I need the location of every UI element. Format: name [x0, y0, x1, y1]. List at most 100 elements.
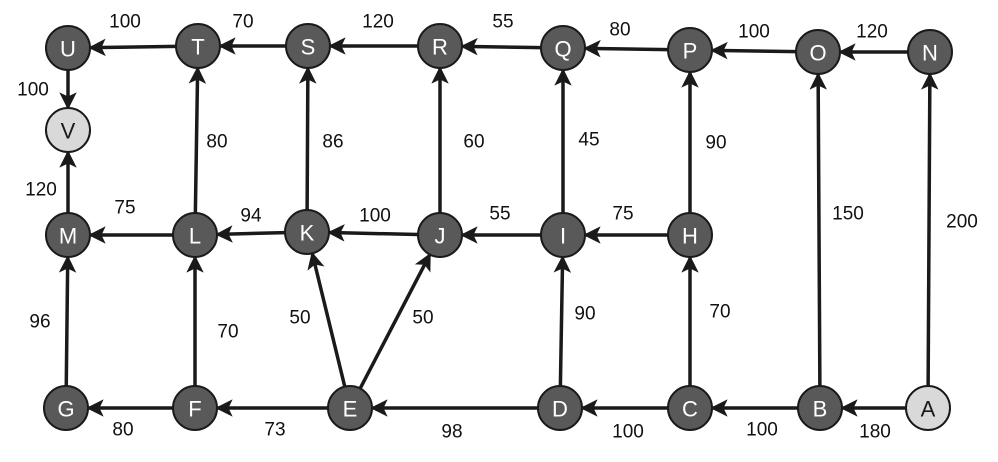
- node-e: E: [327, 385, 373, 431]
- node-circle: [540, 212, 586, 258]
- node-f: F: [172, 385, 218, 431]
- node-label: F: [188, 397, 201, 422]
- edge-weight-e-k: 50: [289, 308, 310, 329]
- node-label: G: [57, 397, 74, 422]
- node-m: M: [45, 212, 91, 258]
- node-j: J: [417, 212, 463, 258]
- node-l: L: [172, 212, 218, 258]
- edge-weight-e-j: 50: [412, 308, 433, 329]
- node-label: P: [683, 39, 698, 64]
- node-circle: [540, 25, 586, 71]
- edge-weight-k-l: 94: [240, 206, 262, 227]
- node-t: T: [175, 23, 221, 69]
- node-circle: [537, 385, 583, 431]
- node-circle: [667, 385, 713, 431]
- node-circle: [417, 212, 463, 258]
- edge-e-to-j: [358, 252, 431, 390]
- node-label: O: [809, 41, 826, 66]
- node-label: T: [191, 35, 204, 60]
- node-circle: [417, 23, 463, 69]
- edge-weight-j-r: 60: [463, 132, 484, 153]
- edge-a-to-n: [921, 72, 939, 387]
- node-n: N: [907, 29, 953, 75]
- edge-weight-q-r: 55: [492, 12, 513, 33]
- node-circle: [175, 23, 221, 69]
- edge-weight-h-p: 90: [705, 133, 726, 154]
- edge-weight-h-i: 75: [612, 204, 633, 225]
- edge-j-to-k: [327, 224, 419, 242]
- edge-weight-f-l: 70: [217, 322, 238, 343]
- node-label: R: [432, 35, 448, 60]
- node-r: R: [417, 23, 463, 69]
- node-circle: [284, 209, 330, 255]
- node-circle: [172, 385, 218, 431]
- edge-weight-r-s: 120: [362, 12, 394, 33]
- node-label: C: [682, 397, 698, 422]
- node-h: H: [667, 212, 713, 258]
- node-circle: [43, 385, 89, 431]
- edge-weight-s-t: 70: [232, 12, 253, 33]
- edge-weight-p-q: 80: [609, 20, 630, 41]
- edge-weight-m-v: 120: [25, 180, 57, 201]
- node-circle: [172, 212, 218, 258]
- node-c: C: [667, 385, 713, 431]
- edge-e-to-k: [307, 251, 347, 388]
- node-label: U: [60, 37, 76, 62]
- node-label: Q: [554, 37, 571, 62]
- node-s: S: [285, 23, 331, 69]
- edge-weight-c-h: 70: [709, 302, 730, 323]
- node-label: H: [682, 224, 698, 249]
- node-p: P: [667, 27, 713, 73]
- node-label: B: [813, 397, 828, 422]
- edge-weight-b-o: 150: [832, 204, 864, 225]
- edge-k-to-l: [215, 225, 286, 243]
- edge-g-to-m: [58, 255, 77, 387]
- edge-p-to-q: [583, 39, 669, 58]
- edge-weight-i-q: 45: [578, 130, 599, 151]
- node-label: D: [552, 397, 568, 422]
- edge-q-to-r: [460, 37, 542, 56]
- edge-weight-t-u: 100: [109, 12, 141, 33]
- node-v: V: [45, 107, 91, 153]
- node-label: M: [59, 224, 77, 249]
- edge-weight-d-i: 90: [574, 304, 595, 325]
- node-label: J: [435, 224, 446, 249]
- edge-weight-c-d: 100: [612, 422, 644, 443]
- edge-weight-o-p: 100: [738, 22, 770, 43]
- node-o: O: [795, 29, 841, 75]
- node-i: I: [540, 212, 586, 258]
- node-g: G: [43, 385, 89, 431]
- edge-b-to-o: [809, 72, 827, 387]
- node-circle: [797, 385, 843, 431]
- node-a: A: [905, 385, 951, 431]
- edge-weight-d-e: 98: [441, 422, 462, 443]
- edge-weight-j-k: 100: [359, 206, 391, 227]
- edge-weight-a-n: 200: [946, 212, 978, 233]
- node-q: Q: [540, 25, 586, 71]
- edge-weight-b-c: 100: [746, 420, 778, 441]
- edge-weight-k-s: 86: [322, 132, 343, 153]
- node-label: V: [61, 119, 76, 144]
- node-circle: [285, 23, 331, 69]
- edge-weight-i-j: 55: [489, 204, 510, 225]
- node-label: E: [343, 397, 358, 422]
- node-circle: [667, 212, 713, 258]
- edge-weight-g-m: 96: [29, 312, 50, 333]
- edge-k-to-s: [299, 66, 317, 211]
- node-label: K: [300, 221, 315, 246]
- node-b: B: [797, 385, 843, 431]
- node-label: S: [301, 35, 316, 60]
- node-circle: [45, 107, 91, 153]
- node-label: I: [560, 224, 566, 249]
- node-circle: [667, 27, 713, 73]
- node-circle: [795, 29, 841, 75]
- node-k: K: [284, 209, 330, 255]
- node-circle: [45, 212, 91, 258]
- node-circle: [327, 385, 373, 431]
- node-circle: [45, 25, 91, 71]
- edge-weight-e-f: 73: [264, 420, 285, 441]
- edge-weight-l-t: 80: [206, 132, 227, 153]
- edge-weight-n-o: 120: [856, 22, 888, 43]
